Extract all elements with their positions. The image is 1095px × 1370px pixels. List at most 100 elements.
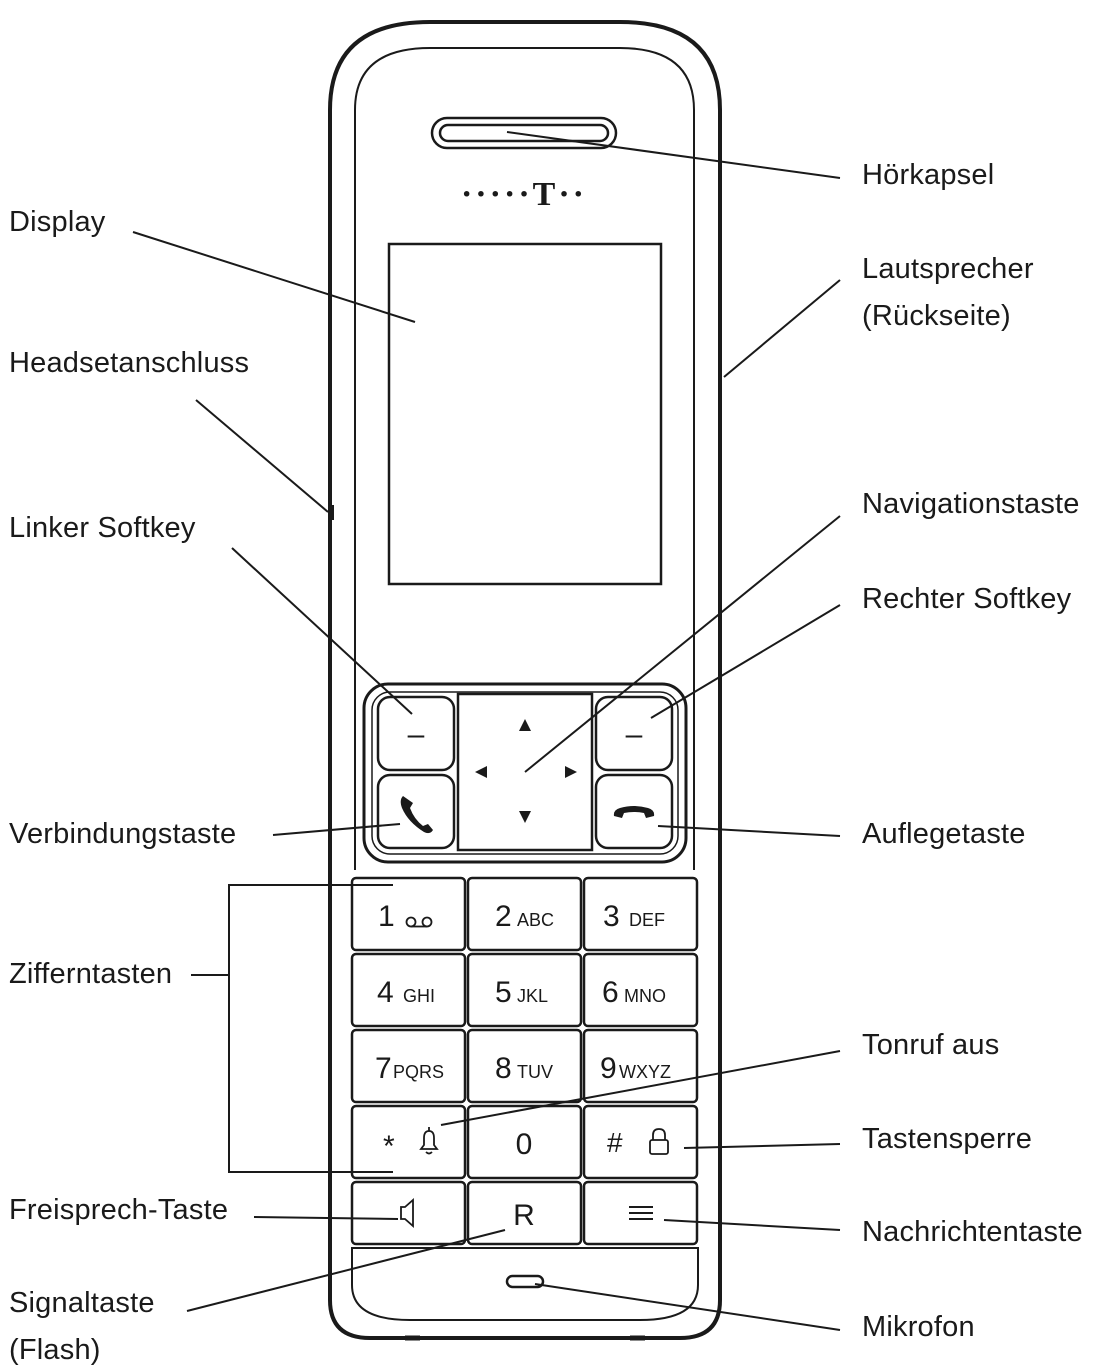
leader-mikrofon <box>534 1283 841 1331</box>
label-navigationstaste: Navigationstaste <box>862 488 1080 520</box>
label-signaltaste-line2: (Flash) <box>9 1334 101 1366</box>
call-key[interactable] <box>376 773 456 850</box>
leader-lines <box>132 131 841 1331</box>
label-auflegetaste: Auflegetaste <box>862 818 1026 850</box>
label-zifferntasten: Zifferntasten <box>9 958 173 990</box>
handset-bottom-face <box>351 1247 699 1321</box>
key-5-digit: 5 <box>495 976 512 1009</box>
handset-outer-body <box>328 20 722 1340</box>
leader-freisprech <box>253 1216 399 1220</box>
earpiece <box>430 116 618 150</box>
key-6[interactable]: 6 MNO <box>582 952 699 1028</box>
control-cluster <box>362 682 688 864</box>
menu-lines-icon <box>629 1206 653 1220</box>
key-2[interactable]: 2 ABC <box>466 876 583 952</box>
label-signaltaste: Signaltaste (Flash) <box>9 1286 155 1367</box>
key-7[interactable]: 7 PQRS <box>350 1028 467 1104</box>
label-verbindungstaste: Verbindungstaste <box>9 818 237 850</box>
nav-right-arrow-icon <box>565 766 577 778</box>
display-screen <box>387 242 663 586</box>
label-signaltaste-line1: Signaltaste <box>9 1287 155 1319</box>
label-linker-softkey: Linker Softkey <box>9 512 196 544</box>
key-hash-symbol: # <box>607 1127 623 1158</box>
key-3-digit: 3 <box>603 900 620 933</box>
leader-display <box>132 231 416 323</box>
leader-linker-softkey <box>231 547 413 715</box>
nav-up-arrow-icon <box>519 719 531 731</box>
key-9-digit: 9 <box>600 1052 617 1085</box>
key-2-digit: 2 <box>495 900 512 933</box>
hangup-key[interactable] <box>594 773 674 850</box>
leader-aufleg <box>657 825 841 837</box>
handset-inner-face <box>354 47 695 870</box>
key-4-letters: GHI <box>403 986 435 1006</box>
nav-left-arrow-icon <box>475 766 487 778</box>
leader-verbindung <box>272 823 401 836</box>
microphone <box>505 1274 545 1289</box>
r-key[interactable]: R <box>466 1180 583 1246</box>
key-0-digit: 0 <box>516 1128 533 1161</box>
key-star-symbol: * <box>383 1130 395 1163</box>
leader-hoerkapsel <box>506 131 841 179</box>
label-lautsprecher-line2: (Rückseite) <box>862 300 1011 332</box>
label-rechter-softkey: Rechter Softkey <box>862 583 1072 615</box>
key-1-digit: 1 <box>378 900 395 933</box>
hangup-handset-icon <box>613 806 655 818</box>
label-headsetanschluss: Headsetanschluss <box>9 347 250 379</box>
key-8-letters: TUV <box>517 1062 553 1082</box>
speaker-icon <box>400 1198 414 1228</box>
leader-rechter-softkey <box>650 604 841 719</box>
message-key[interactable] <box>582 1180 699 1246</box>
key-7-digit: 7 <box>375 1052 392 1085</box>
label-hoerkapsel: Hörkapsel <box>862 159 995 191</box>
speaker-key[interactable] <box>350 1180 467 1246</box>
key-4-digit: 4 <box>377 976 394 1009</box>
leader-tonruf <box>440 1050 841 1126</box>
leader-lautsprecher <box>723 279 841 378</box>
handset <box>328 20 722 1341</box>
key-9-letters: WXYZ <box>619 1062 671 1082</box>
key-6-digit: 6 <box>602 976 619 1009</box>
key-4[interactable]: 4 GHI <box>350 952 467 1028</box>
key-6-letters: MNO <box>624 986 666 1006</box>
right-softkey[interactable]: – <box>594 695 674 772</box>
key-5-letters: JKL <box>517 986 548 1006</box>
left-softkey[interactable]: – <box>376 695 456 772</box>
key-hash[interactable]: # <box>582 1104 699 1180</box>
telekom-logo: ·····T·· <box>461 176 587 213</box>
label-lautsprecher: Lautsprecher (Rückseite) <box>862 252 1034 333</box>
left-softkey-symbol: – <box>408 718 425 751</box>
label-tonruf-aus: Tonruf aus <box>862 1029 1000 1061</box>
key-8[interactable]: 8 TUV <box>466 1028 583 1104</box>
key-3[interactable]: 3 DEF <box>582 876 699 952</box>
label-mikrofon: Mikrofon <box>862 1311 975 1343</box>
keypad: 1 2 ABC 3 DEF 4 GHI 5 JKL 6 MNO <box>350 876 699 1246</box>
phone-handset-icon <box>400 796 433 834</box>
leader-zifferntasten-bracket <box>228 884 393 1173</box>
key-2-letters: ABC <box>517 910 554 930</box>
voicemail-icon <box>405 916 433 928</box>
r-key-label: R <box>513 1199 535 1232</box>
key-0[interactable]: 0 <box>466 1104 583 1180</box>
label-tastensperre: Tastensperre <box>862 1123 1033 1155</box>
key-8-digit: 8 <box>495 1052 512 1085</box>
right-softkey-symbol: – <box>626 718 643 751</box>
key-1[interactable]: 1 <box>350 876 467 952</box>
key-7-letters: PQRS <box>393 1062 444 1082</box>
lock-icon <box>649 1128 669 1155</box>
leader-tastensperre <box>683 1143 841 1149</box>
bell-icon <box>419 1127 439 1155</box>
key-9[interactable]: 9 WXYZ <box>582 1028 699 1104</box>
key-3-letters: DEF <box>629 910 665 930</box>
key-5[interactable]: 5 JKL <box>466 952 583 1028</box>
leader-nachrichten <box>663 1219 841 1231</box>
leader-signaltaste <box>186 1229 506 1312</box>
label-freisprech-taste: Freisprech-Taste <box>9 1194 229 1226</box>
label-nachrichtentaste: Nachrichtentaste <box>862 1216 1083 1248</box>
nav-down-arrow-icon <box>519 811 531 823</box>
leader-headset <box>195 399 329 513</box>
key-star[interactable]: * <box>350 1104 467 1180</box>
label-lautsprecher-line1: Lautsprecher <box>862 253 1034 285</box>
leader-navigation <box>524 515 841 773</box>
